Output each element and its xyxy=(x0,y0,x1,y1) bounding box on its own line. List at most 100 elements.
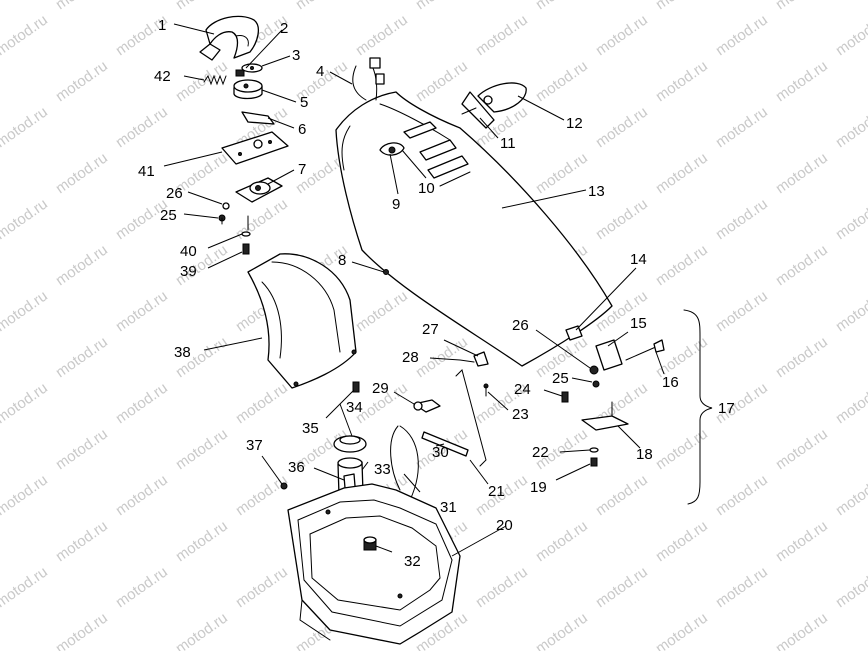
watermark-text: motod.ru xyxy=(233,563,291,611)
watermark-text: motod.ru xyxy=(653,425,711,473)
watermark-text: motod.ru xyxy=(233,379,291,427)
watermark-text: motod.ru xyxy=(293,0,351,13)
watermark-text: motod.ru xyxy=(53,609,111,651)
watermark-text: motod.ru xyxy=(0,287,51,335)
watermark-text: motod.ru xyxy=(53,241,111,289)
watermark-text: motod.ru xyxy=(413,0,471,13)
callout-17: 17 xyxy=(718,400,735,417)
callout-2: 2 xyxy=(280,20,288,37)
watermark-text: motod.ru xyxy=(653,149,711,197)
watermark-text: motod.ru xyxy=(773,517,831,565)
callout-4: 4 xyxy=(316,63,324,80)
callout-14: 14 xyxy=(630,251,647,268)
part-cover xyxy=(247,253,357,389)
callout-27: 27 xyxy=(422,321,439,338)
watermark-text: motod.ru xyxy=(773,0,831,13)
watermark-text: motod.ru xyxy=(593,11,651,59)
callout-9: 9 xyxy=(392,196,400,213)
watermark-text: motod.ru xyxy=(653,241,711,289)
callout-5: 5 xyxy=(300,94,308,111)
part-plate xyxy=(221,131,289,165)
callout-15: 15 xyxy=(630,315,647,332)
callout-19: 19 xyxy=(530,479,547,496)
callout-3: 3 xyxy=(292,47,300,64)
watermark-text: motod.ru xyxy=(533,149,591,197)
watermark-text: motod.ru xyxy=(233,471,291,519)
callout-26-right: 26 xyxy=(512,317,529,334)
part-lamp xyxy=(477,82,527,113)
watermark-text: motod.ru xyxy=(833,195,868,243)
part-cable xyxy=(352,65,367,101)
watermark-text: motod.ru xyxy=(0,195,51,243)
watermark-text: motod.ru xyxy=(713,103,771,151)
callout-40: 40 xyxy=(180,243,197,260)
callout-13: 13 xyxy=(588,183,605,200)
watermark-text: motod.ru xyxy=(833,471,868,519)
watermark-text: motod.ru xyxy=(653,57,711,105)
watermark-text: motod.ru xyxy=(833,379,868,427)
callout-18: 18 xyxy=(636,446,653,463)
callout-41: 41 xyxy=(138,163,155,180)
watermark-text: motod.ru xyxy=(713,195,771,243)
watermark-text: motod.ru xyxy=(833,287,868,335)
watermark-text: motod.ru xyxy=(173,609,231,651)
watermark-text: motod.ru xyxy=(173,0,231,13)
callout-37: 37 xyxy=(246,437,263,454)
callout-34: 34 xyxy=(346,399,363,416)
part-clamp-bracket xyxy=(205,15,260,59)
callout-numbers: 1 2 3 4 5 6 7 8 9 10 11 12 13 14 15 16 1… xyxy=(138,17,735,570)
watermark-text: motod.ru xyxy=(173,425,231,473)
watermark-text: motod.ru xyxy=(773,609,831,651)
watermark-text: motod.ru xyxy=(53,149,111,197)
callout-6: 6 xyxy=(298,121,306,138)
part-rod xyxy=(455,369,487,467)
watermark-text: motod.ru xyxy=(593,195,651,243)
watermark-text: motod.ru xyxy=(353,287,411,335)
watermark-text: motod.ru xyxy=(0,471,51,519)
watermark-text: motod.ru xyxy=(713,471,771,519)
part-fuel-tank xyxy=(287,483,461,645)
watermark-text: motod.ru xyxy=(773,57,831,105)
watermark-text: motod.ru xyxy=(773,333,831,381)
callout-23: 23 xyxy=(512,406,529,423)
callout-38: 38 xyxy=(174,344,191,361)
watermark-text: motod.ru xyxy=(533,609,591,651)
watermark-text: motod.ru xyxy=(353,11,411,59)
callout-29: 29 xyxy=(372,380,389,397)
watermark-text: motod.ru xyxy=(533,517,591,565)
watermark-text: motod.ru xyxy=(113,103,171,151)
watermark-text: motod.ru xyxy=(0,11,51,59)
callout-26-left: 26 xyxy=(166,185,183,202)
part-spring xyxy=(203,74,227,86)
part-clip xyxy=(565,325,583,341)
watermark-text: motod.ru xyxy=(0,103,51,151)
watermark-text: motod.ru xyxy=(413,57,471,105)
callout-42: 42 xyxy=(154,68,171,85)
watermark-text: motod.ru xyxy=(833,563,868,611)
callout-12: 12 xyxy=(566,115,583,132)
watermark-text: motod.ru xyxy=(653,517,711,565)
watermark-text: motod.ru xyxy=(593,563,651,611)
part-nut xyxy=(235,69,245,77)
watermark-text: motod.ru xyxy=(173,517,231,565)
callout-28: 28 xyxy=(402,349,419,366)
callout-30: 30 xyxy=(432,444,449,461)
watermark-text: motod.ru xyxy=(53,0,111,13)
callout-11: 11 xyxy=(500,135,516,152)
group-brace xyxy=(683,309,713,505)
watermark-text: motod.ru xyxy=(773,149,831,197)
callout-22: 22 xyxy=(532,444,549,461)
callout-8: 8 xyxy=(338,252,346,269)
watermark-text: motod.ru xyxy=(113,471,171,519)
watermark-text: motod.ru xyxy=(833,103,868,151)
watermark-text: motod.ru xyxy=(473,11,531,59)
watermark-text: motod.ru xyxy=(53,425,111,473)
watermark-text: motod.ru xyxy=(473,563,531,611)
watermark-text: motod.ru xyxy=(53,333,111,381)
watermark-text: motod.ru xyxy=(113,379,171,427)
watermark-text: motod.ru xyxy=(233,195,291,243)
parts-drawing xyxy=(199,15,713,645)
callout-16: 16 xyxy=(662,374,679,391)
callout-20: 20 xyxy=(496,517,513,534)
callout-32: 32 xyxy=(404,553,421,570)
